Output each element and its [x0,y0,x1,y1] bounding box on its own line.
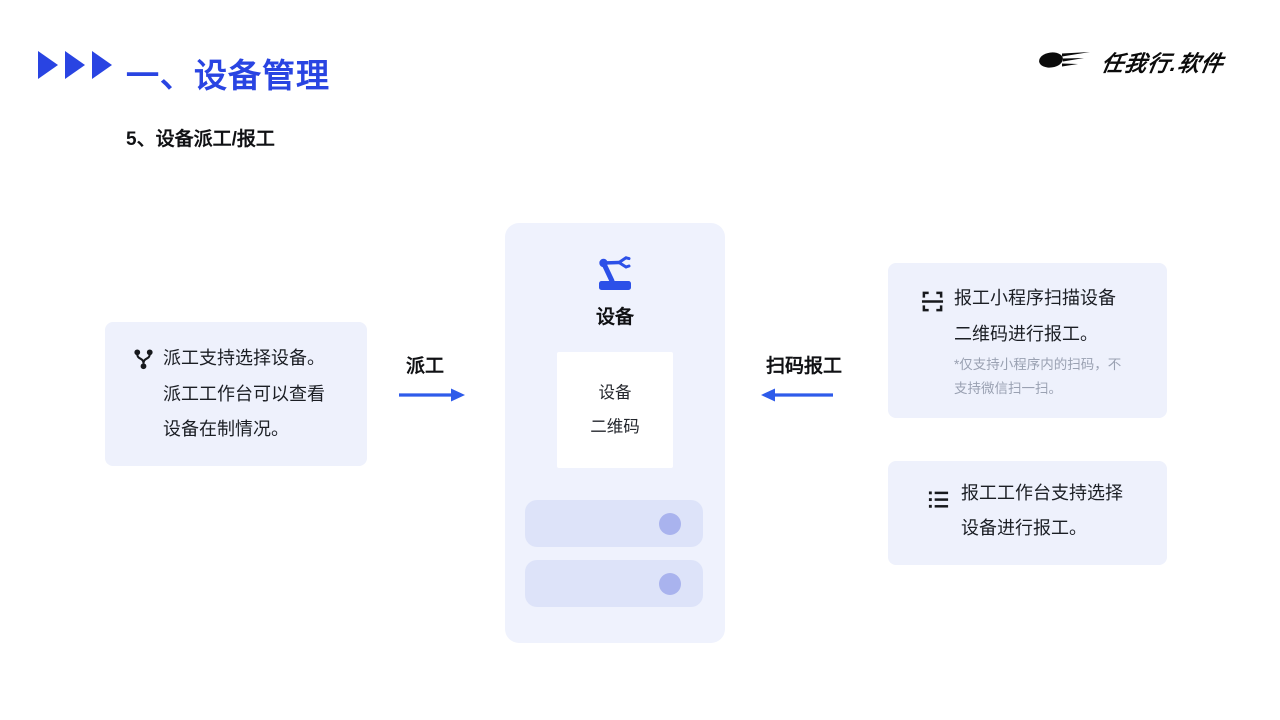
scan-report-line: 报工小程序扫描设备 [954,288,1116,308]
equipment-card: 设备 设备 二维码 [505,223,725,643]
section-subtitle: 5、设备派工/报工 [126,129,275,150]
scan-frame-icon [921,290,944,318]
right-triangle-icon [92,51,112,79]
git-fork-icon [132,348,155,376]
list-icon [927,488,950,516]
workbench-report-info-card: 报工工作台支持选择 设备进行报工。 [888,461,1167,565]
skeleton-dot [659,512,681,535]
scan-report-flow-label: 扫码报工 [766,356,843,377]
scan-report-line: 二维码进行报工。 [954,324,1098,344]
arrow-left-icon [758,387,834,408]
scan-report-note-line: *仅支持小程序内的扫码，不 [954,357,1122,372]
dispatch-info-line: 派工支持选择设备。 [163,348,325,368]
title-bullet-triangles [38,51,112,79]
right-triangle-icon [65,51,85,79]
equipment-skeleton-row [525,560,703,607]
workbench-report-line: 设备进行报工。 [961,518,1087,538]
scan-report-note-line: 支持微信扫一扫。 [954,381,1062,396]
arrow-right-icon [398,387,466,408]
company-logo: 任我行.软件 [1038,46,1227,78]
dispatch-flow-label: 派工 [406,356,445,377]
equipment-qr-placeholder: 设备 二维码 [557,352,673,468]
right-triangle-icon [38,51,58,79]
skeleton-dot [659,572,681,595]
workbench-report-line: 报工工作台支持选择 [961,483,1123,503]
logo-text: 任我行.软件 [1099,51,1227,76]
qr-label-line: 设备 [598,384,632,402]
dispatch-info-card: 派工支持选择设备。 派工工作台可以查看 设备在制情况。 [105,322,367,466]
robot-arm-icon [595,255,635,297]
equipment-skeleton-row [525,500,703,547]
dispatch-info-line: 设备在制情况。 [163,419,289,439]
page-title: 一、设备管理 [126,57,330,94]
qr-label-line: 二维码 [590,418,640,436]
equipment-card-title: 设备 [595,307,634,328]
speed-swoosh-icon [1038,47,1094,78]
scan-report-info-card: 报工小程序扫描设备 二维码进行报工。 *仅支持小程序内的扫码，不 支持微信扫一扫… [888,263,1167,418]
dispatch-info-line: 派工工作台可以查看 [163,383,325,404]
